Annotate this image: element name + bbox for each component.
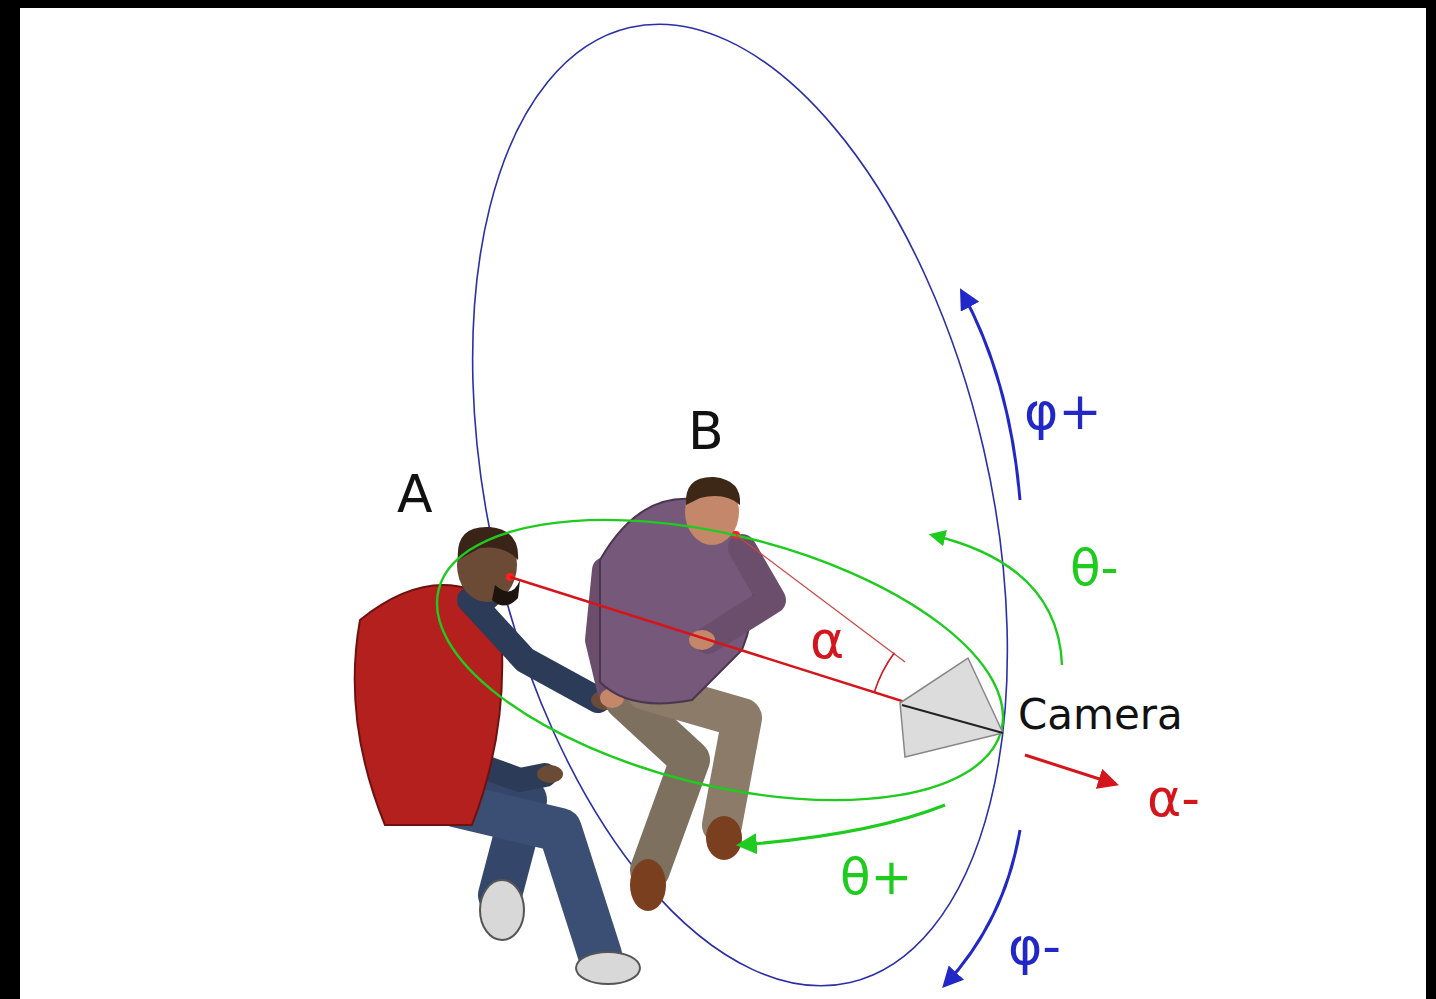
phi-plus-arrow [962, 292, 1020, 500]
angle-label: θ- [1070, 543, 1119, 593]
camera-label: Camera [1018, 694, 1183, 736]
phi-orbit [386, 0, 1094, 999]
alpha-minus-arrow [1025, 755, 1115, 784]
angle-label: α [810, 614, 844, 666]
angle-label: θ+ [840, 852, 913, 902]
theta-plus-arrow [740, 805, 945, 845]
background [20, 8, 1426, 999]
person-label: B [688, 405, 724, 457]
angle-label: φ+ [1024, 385, 1102, 437]
person-a [355, 527, 640, 984]
angle-label: φ- [1008, 920, 1061, 972]
theta-minus-arrow [932, 535, 1062, 665]
angle-arc [874, 653, 894, 692]
angle-label: α- [1147, 772, 1200, 824]
person-label: A [397, 468, 433, 520]
camera-symbol [900, 658, 1003, 757]
theta-orbit [408, 469, 1031, 852]
